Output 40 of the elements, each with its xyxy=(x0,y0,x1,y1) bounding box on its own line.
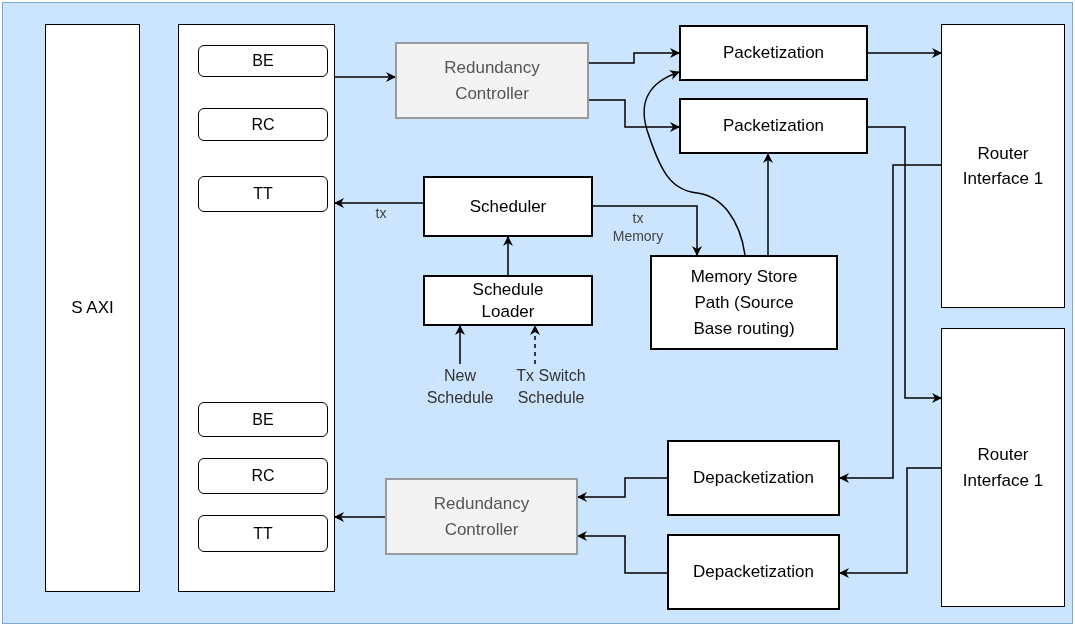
process-box: Router Interface 1 xyxy=(941,24,1065,308)
process-box: Router Interface 1 xyxy=(941,328,1065,607)
input-label: New Schedule xyxy=(420,364,500,410)
class-box: BE xyxy=(198,45,328,77)
arrow xyxy=(530,325,540,365)
process-box: Schedule Loader xyxy=(423,275,593,326)
edge-label: tx Memory xyxy=(611,209,665,245)
arrow xyxy=(334,72,396,82)
arrow xyxy=(839,467,942,578)
arrow xyxy=(763,153,773,256)
arrow xyxy=(839,164,942,483)
process-box: Packetization xyxy=(679,98,868,154)
process-box: Scheduler xyxy=(423,176,593,237)
arrow xyxy=(867,48,942,58)
panel-box xyxy=(178,24,335,592)
process-box: Depacketization xyxy=(667,534,840,610)
arrow xyxy=(334,198,424,208)
arrow xyxy=(503,236,513,276)
class-box: TT xyxy=(198,515,328,552)
process-box: Depacketization xyxy=(667,440,840,516)
class-box: BE xyxy=(198,402,328,437)
process-box: Memory Store Path (Source Base routing) xyxy=(650,255,838,350)
input-label: Tx Switch Schedule xyxy=(498,364,604,410)
arrow xyxy=(643,70,746,256)
edge-label: tx xyxy=(374,204,388,222)
process-box: Redundancy Controller xyxy=(385,478,578,555)
arrow xyxy=(588,99,680,132)
arrow xyxy=(867,126,942,403)
class-box: TT xyxy=(198,176,328,212)
bus-block: S AXI xyxy=(45,24,140,592)
process-box: Packetization xyxy=(679,25,868,81)
class-box: RC xyxy=(198,108,328,141)
arrow xyxy=(455,325,465,365)
arrow xyxy=(577,531,668,574)
class-box: RC xyxy=(198,458,328,494)
arrow xyxy=(334,512,386,522)
process-box: Redundancy Controller xyxy=(395,42,589,119)
arrow xyxy=(588,48,680,64)
arrow xyxy=(577,477,668,502)
arrow xyxy=(592,205,702,256)
